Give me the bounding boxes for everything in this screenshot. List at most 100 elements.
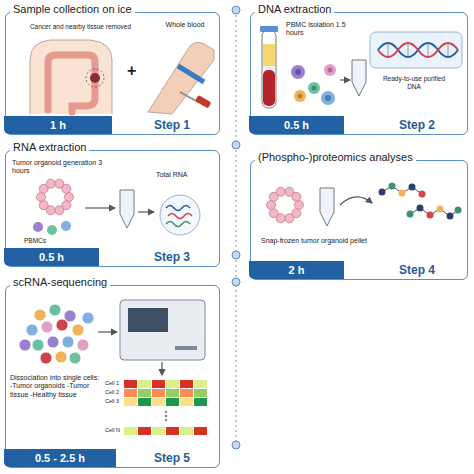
heatmap — [138, 380, 151, 388]
pbmc-cells — [340, 79, 350, 80]
single-cell-cluster — [19, 304, 94, 364]
blood-tube — [260, 26, 278, 108]
step-box: DNA extractionPBMC isolation 1.5 hoursRe… — [250, 12, 468, 135]
heatmap — [124, 380, 137, 388]
sequencer — [128, 308, 168, 332]
single-cell-cluster — [56, 319, 68, 331]
cell-label: Cell N — [105, 426, 120, 434]
pbmc-cells — [47, 225, 57, 235]
heatmap — [180, 389, 193, 397]
heatmap — [138, 427, 151, 435]
rna-extraction-icons — [160, 195, 200, 235]
single-cell-cluster — [49, 304, 61, 316]
single-cell-cluster — [55, 351, 67, 363]
proteomics-icons — [340, 197, 372, 205]
heatmap — [152, 398, 165, 406]
heatmap — [165, 419, 167, 421]
pbmc-cells — [324, 64, 336, 76]
tumor-organoid — [37, 193, 46, 202]
timeline — [232, 441, 240, 449]
torso-colon — [86, 69, 104, 87]
duration-band: 0.5 h — [249, 116, 344, 134]
sequencer — [120, 300, 205, 360]
arm-blood-draw — [148, 42, 214, 114]
pbmc-cells — [328, 68, 333, 73]
tissue-label: Cancer and nearby tissue removed — [28, 23, 133, 31]
tumor-organoid — [269, 209, 278, 218]
tumor-organoid — [276, 187, 285, 196]
plus-sign: + — [127, 61, 136, 80]
cell-label: PBMCs — [24, 237, 46, 245]
arm-blood-draw — [180, 92, 198, 102]
pbmc-cells — [308, 82, 320, 94]
rna-extraction-icons — [120, 190, 134, 228]
step-heading: RNA extraction — [10, 141, 89, 154]
tumor-organoid — [285, 214, 294, 223]
proteomics-icons — [455, 207, 462, 214]
pbmc-cells — [298, 94, 303, 99]
single-cell-cluster — [40, 352, 52, 364]
pbmc-cells — [295, 69, 301, 75]
duration-band: 0.5 h — [4, 248, 99, 266]
blood-tube — [260, 26, 278, 32]
heatmap — [124, 380, 207, 435]
single-cell-cluster — [82, 312, 94, 324]
timeline — [232, 6, 240, 14]
timeline — [232, 251, 240, 259]
time-label: 1 h — [50, 120, 66, 131]
process-note: Dissociation into single cells: -Tumor o… — [10, 374, 100, 399]
time-label: 0.5 h — [284, 120, 309, 131]
step-label: Step 4 — [399, 261, 435, 279]
rna-extraction-icons — [138, 211, 154, 212]
heatmap — [194, 427, 207, 435]
step-heading: Sample collection on ice — [10, 3, 135, 16]
proteomics-icons — [417, 205, 424, 212]
heatmap — [194, 389, 207, 397]
single-cell-cluster — [62, 336, 74, 348]
rna-extraction-icons — [166, 222, 190, 227]
rna-extraction-icons — [166, 206, 190, 211]
rna-label: Total RNA — [156, 171, 188, 179]
pbmc-cells — [352, 60, 366, 96]
pbmc-cells — [33, 221, 71, 235]
tumor-organoid — [292, 192, 301, 201]
heatmap — [180, 398, 193, 406]
proteomics-icons — [407, 211, 414, 218]
tumor-organoid — [55, 206, 64, 215]
duration-band: 0.5 - 2.5 h — [4, 449, 116, 467]
duration-band: 1 h — [4, 116, 112, 134]
tumor-organoid — [295, 201, 304, 210]
rna-extraction-icons — [168, 214, 192, 219]
proteomics-icons — [437, 206, 444, 213]
heatmap — [166, 389, 179, 397]
heatmap — [180, 380, 193, 388]
rna-extraction-icons — [85, 190, 200, 235]
step-heading: DNA extraction — [255, 3, 334, 16]
single-cell-cluster — [19, 339, 31, 351]
blood-tube — [262, 30, 276, 108]
dna-panel — [370, 32, 462, 68]
timeline — [235, 10, 236, 445]
heatmap — [152, 389, 165, 397]
proteomics-icons — [379, 189, 386, 196]
step-box: Sample collection on iceCancer and nearb… — [5, 12, 220, 135]
proteomics-icons — [399, 190, 406, 197]
sequencer — [98, 300, 205, 375]
torso-colon — [90, 73, 100, 83]
tumor-organoid — [267, 201, 276, 210]
pbmc-cells — [33, 222, 43, 232]
pbmc-cells — [291, 60, 366, 105]
pbmc-cells — [291, 65, 305, 79]
dna-panel — [428, 44, 429, 56]
heatmap — [194, 380, 207, 388]
sample-note: Snap-frozen tumor organoid pellet — [261, 237, 411, 245]
arm-blood-draw — [178, 66, 204, 82]
single-cell-cluster — [26, 324, 38, 336]
proteomics-icons — [409, 184, 416, 191]
heatmap — [124, 389, 137, 397]
pbmc-cells — [61, 221, 71, 231]
heatmap — [124, 398, 137, 406]
proteomics-icons — [419, 191, 426, 198]
heatmap — [152, 427, 165, 435]
